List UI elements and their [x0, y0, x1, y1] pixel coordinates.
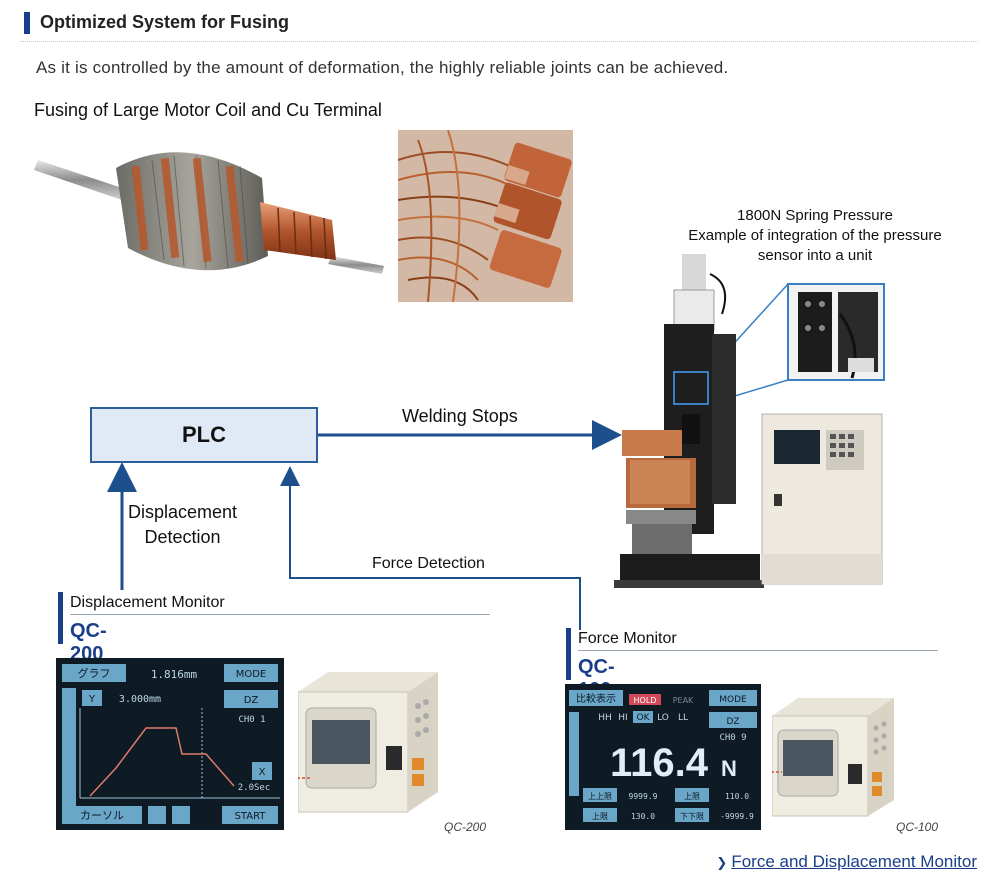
welding-stops-label: Welding Stops [402, 406, 518, 426]
welding-machine-photo [614, 254, 885, 588]
qc100-level-hh: HH [598, 713, 612, 723]
displacement-monitor-accent [58, 592, 63, 644]
displacement-monitor-rule [70, 614, 490, 615]
qc100-upper2-label: 上限 [684, 792, 700, 801]
qc200-unit-photo [298, 672, 438, 813]
section-accent-bar [24, 12, 30, 34]
qc100-lower-value: 130.0 [631, 812, 655, 821]
qc100-upper2-value: 110.0 [725, 792, 749, 801]
chevron-right-icon: ❯ [716, 855, 728, 870]
spring-pressure-caption: 1800N Spring Pressure Example of integra… [660, 206, 970, 266]
spring-caption-line-2: Example of integration of the pressure [688, 227, 942, 244]
qc100-level-lo: LO [657, 713, 669, 723]
qc200-mode: MODE [236, 669, 267, 680]
qc100-upper-label: 上上限 [588, 792, 612, 801]
qc200-top-value: 1.816mm [151, 668, 198, 681]
qc100-mode: MODE [719, 695, 747, 705]
qc200-x-button: X [259, 767, 266, 778]
spring-caption-line-1: 1800N Spring Pressure [737, 207, 893, 224]
qc200-cursor: カーソル [80, 809, 124, 822]
section-header: Optimized System for Fusing [20, 8, 978, 42]
qc100-dz: DZ [726, 717, 739, 727]
force-displacement-monitor-link[interactable]: ❯Force and Displacement Monitor [716, 852, 977, 872]
force-monitor-accent [566, 628, 571, 680]
link-label: Force and Displacement Monitor [731, 852, 977, 871]
coil-closeup-photo [398, 130, 573, 302]
qc100-level-ll: LL [678, 713, 688, 723]
qc100-ch: CH0 9 [719, 733, 746, 743]
displacement-detection-line-2: Detection [144, 527, 221, 547]
motor-coil-photo [34, 152, 384, 274]
qc100-lower2-value: -9999.9 [720, 812, 754, 821]
qc100-level-hi: HI [618, 713, 627, 723]
qc200-start: START [235, 811, 267, 822]
qc100-unit-photo [772, 698, 894, 817]
plc-box: PLC [90, 407, 318, 463]
qc200-photo-caption: QC-200 [444, 820, 487, 834]
qc100-photo-caption: QC-100 [896, 820, 939, 834]
qc200-dz: DZ [244, 695, 259, 706]
force-monitor-name: Force Monitor [578, 630, 677, 647]
flow-arrows [107, 420, 622, 630]
qc200-screen: グラフ 1.816mm MODE Y 3.000mm DZ CH0 1 X 2.… [56, 658, 284, 830]
qc200-x-value: 2.0Sec [238, 783, 271, 793]
qc100-peak: PEAK [673, 696, 694, 705]
system-figure: Fusing of Large Motor Coil and Cu Termin… [0, 90, 990, 850]
displacement-detection-label: Displacement Detection [128, 500, 237, 550]
displacement-monitor-name: Displacement Monitor [70, 594, 225, 611]
qc200-y-button: Y [88, 694, 96, 705]
qc100-level-ok: OK [637, 713, 651, 723]
qc100-screen: 比較表示 HOLD PEAK MODE HH HI OK LO LL DZ CH… [565, 684, 761, 830]
displacement-detection-line-1: Displacement [128, 502, 238, 522]
qc100-upper-value: 9999.9 [629, 792, 658, 801]
qc100-lower-label: 上限 [592, 812, 608, 821]
lead-text: As it is controlled by the amount of def… [36, 58, 729, 77]
qc100-unit: N [721, 756, 737, 781]
qc100-lower2-label: 下下限 [680, 812, 704, 821]
qc200-y-value: 3.000mm [119, 694, 161, 705]
plc-label: PLC [182, 422, 226, 447]
qc100-reading: 116.4 [610, 741, 709, 785]
force-monitor-rule [578, 650, 938, 651]
qc100-hold: HOLD [634, 696, 657, 705]
qc200-ch: CH0 1 [238, 715, 265, 725]
section-title: Optimized System for Fusing [40, 12, 290, 32]
spring-caption-line-3: sensor into a unit [757, 247, 873, 264]
figure-title: Fusing of Large Motor Coil and Cu Termin… [34, 100, 382, 120]
qc200-tab: グラフ [78, 666, 111, 680]
force-detection-label: Force Detection [372, 555, 485, 572]
qc100-tab: 比較表示 [576, 692, 616, 705]
